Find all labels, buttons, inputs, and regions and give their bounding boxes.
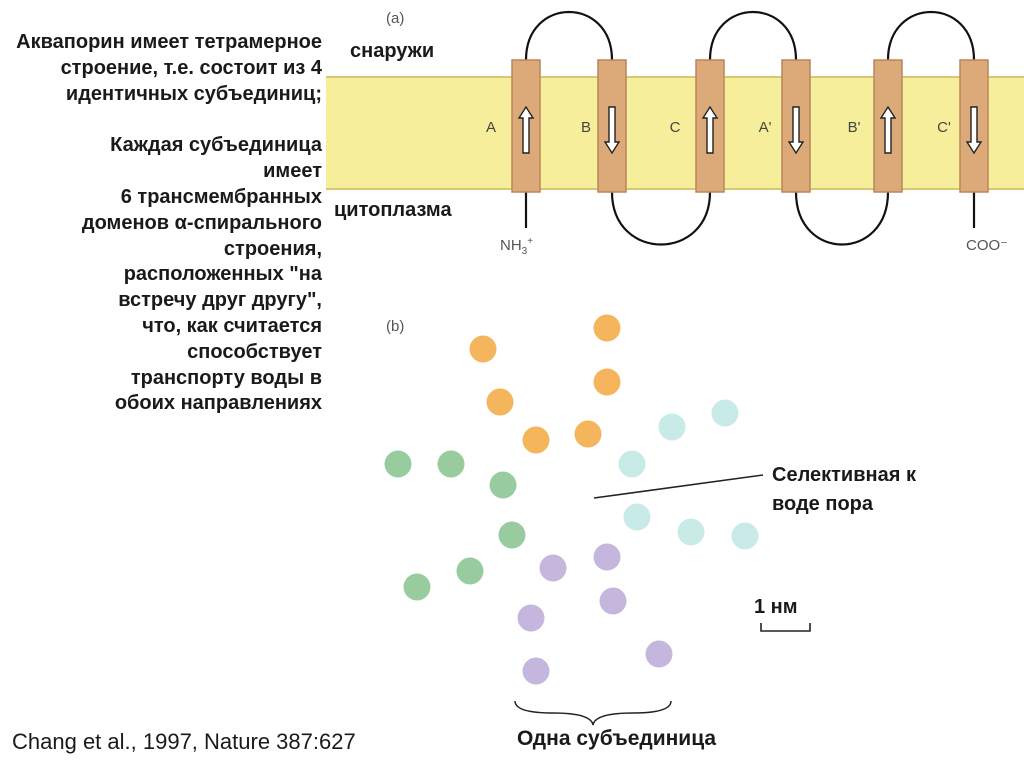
dot-green-17 — [456, 557, 484, 585]
dot-purple-19 — [593, 543, 621, 571]
dot-purple-20 — [539, 554, 567, 582]
subunit-line-3: 6 трансмембранных — [120, 185, 322, 208]
cytoplasm-label: цитоплазма — [334, 199, 452, 221]
loops — [524, 11, 976, 246]
subunit-line-7: встречу друг другу", — [118, 289, 322, 312]
outside-label: снаружи — [350, 40, 435, 62]
dot-green-18 — [403, 573, 431, 601]
dot-green-14 — [437, 450, 465, 478]
pore-pointer-line — [593, 474, 764, 499]
loop-outside-3 — [886, 11, 976, 61]
helix-a — [511, 59, 541, 193]
subunit-line-5: строения, — [223, 237, 322, 260]
subunit-dots — [384, 314, 759, 685]
helix-label-c: C — [670, 119, 681, 136]
helix-labels: A B C A' B' C' — [486, 119, 951, 136]
transmembrane-helices — [511, 59, 989, 193]
subunit-line-11: обоих направлениях — [114, 392, 322, 415]
scale-label: 1 нм — [754, 596, 798, 618]
c-terminus-label: COO⁻ — [966, 237, 1008, 254]
pore-label-line1: Селективная к — [772, 464, 916, 486]
loop-outside-1 — [524, 11, 614, 61]
helix-c — [695, 59, 725, 193]
n-terminus-label: NH3+ — [500, 236, 533, 257]
helix-label-c-prime: C' — [937, 119, 951, 136]
dot-purple-22 — [517, 604, 545, 632]
dot-orange-3 — [593, 368, 621, 396]
subunit-label: Одна субъединица — [517, 727, 717, 750]
subunit-brace — [514, 700, 672, 726]
subunit-line-1: Каждая субъединица — [110, 134, 322, 157]
subunit-line-4: доменов α-спирального — [81, 211, 322, 234]
subunit-line-2: имеет — [263, 160, 322, 183]
pore-label-line2: воде пора — [772, 493, 873, 515]
subunit-line-9: способствует — [187, 340, 322, 363]
helix-label-b-prime: B' — [848, 119, 861, 136]
dot-teal-12 — [731, 522, 759, 550]
dot-teal-10 — [623, 503, 651, 531]
dot-green-13 — [384, 450, 412, 478]
dot-teal-7 — [711, 399, 739, 427]
membrane-bilayer — [326, 77, 1024, 189]
membrane — [326, 76, 1024, 190]
dot-green-15 — [489, 471, 517, 499]
helix-arrow-down-icon — [965, 106, 983, 155]
dot-teal-8 — [658, 413, 686, 441]
dot-green-16 — [498, 521, 526, 549]
dot-teal-9 — [618, 450, 646, 478]
helix-arrow-down-icon — [787, 106, 805, 155]
dot-purple-23 — [645, 640, 673, 668]
dot-orange-5 — [522, 426, 550, 454]
loop-inside-2 — [794, 191, 890, 246]
dot-teal-11 — [677, 518, 705, 546]
panel-b-label: (b) — [386, 318, 404, 335]
dot-orange-4 — [486, 388, 514, 416]
loop-outside-2 — [708, 11, 798, 61]
helix-b-prime — [873, 59, 903, 193]
helix-arrow-down-icon — [603, 106, 621, 155]
subunit-line-6: расположенных "на — [123, 263, 322, 286]
intro-paragraph: Аквапорин имеет тетрамерное строение, т.… — [16, 31, 322, 105]
dot-purple-24 — [522, 657, 550, 685]
subunit-line-10: транспорту воды в — [130, 366, 322, 389]
helix-label-a-prime: A' — [759, 119, 772, 136]
helix-b — [597, 59, 627, 193]
citation: Chang et al., 1997, Nature 387:627 — [12, 729, 356, 754]
pore-label: Селективная к воде пора — [772, 461, 916, 519]
helix-arrow-up-icon — [517, 105, 535, 154]
dot-orange-2 — [593, 314, 621, 342]
dot-orange-6 — [574, 420, 602, 448]
helix-a-prime — [781, 59, 811, 193]
subunit-line-8: что, как считается — [142, 314, 322, 337]
loop-inside-1 — [610, 191, 712, 246]
dot-purple-21 — [599, 587, 627, 615]
helix-label-a: A — [486, 119, 496, 136]
helix-arrow-up-icon — [879, 105, 897, 154]
helix-arrow-up-icon — [701, 105, 719, 154]
helix-label-b: B — [581, 119, 591, 136]
helix-c-prime — [959, 59, 989, 193]
dot-orange-1 — [469, 335, 497, 363]
panel-a-label: (a) — [386, 10, 404, 27]
scale-bar — [760, 623, 811, 632]
description-text: Аквапорин имеет тетрамерное строение, т.… — [8, 30, 322, 417]
